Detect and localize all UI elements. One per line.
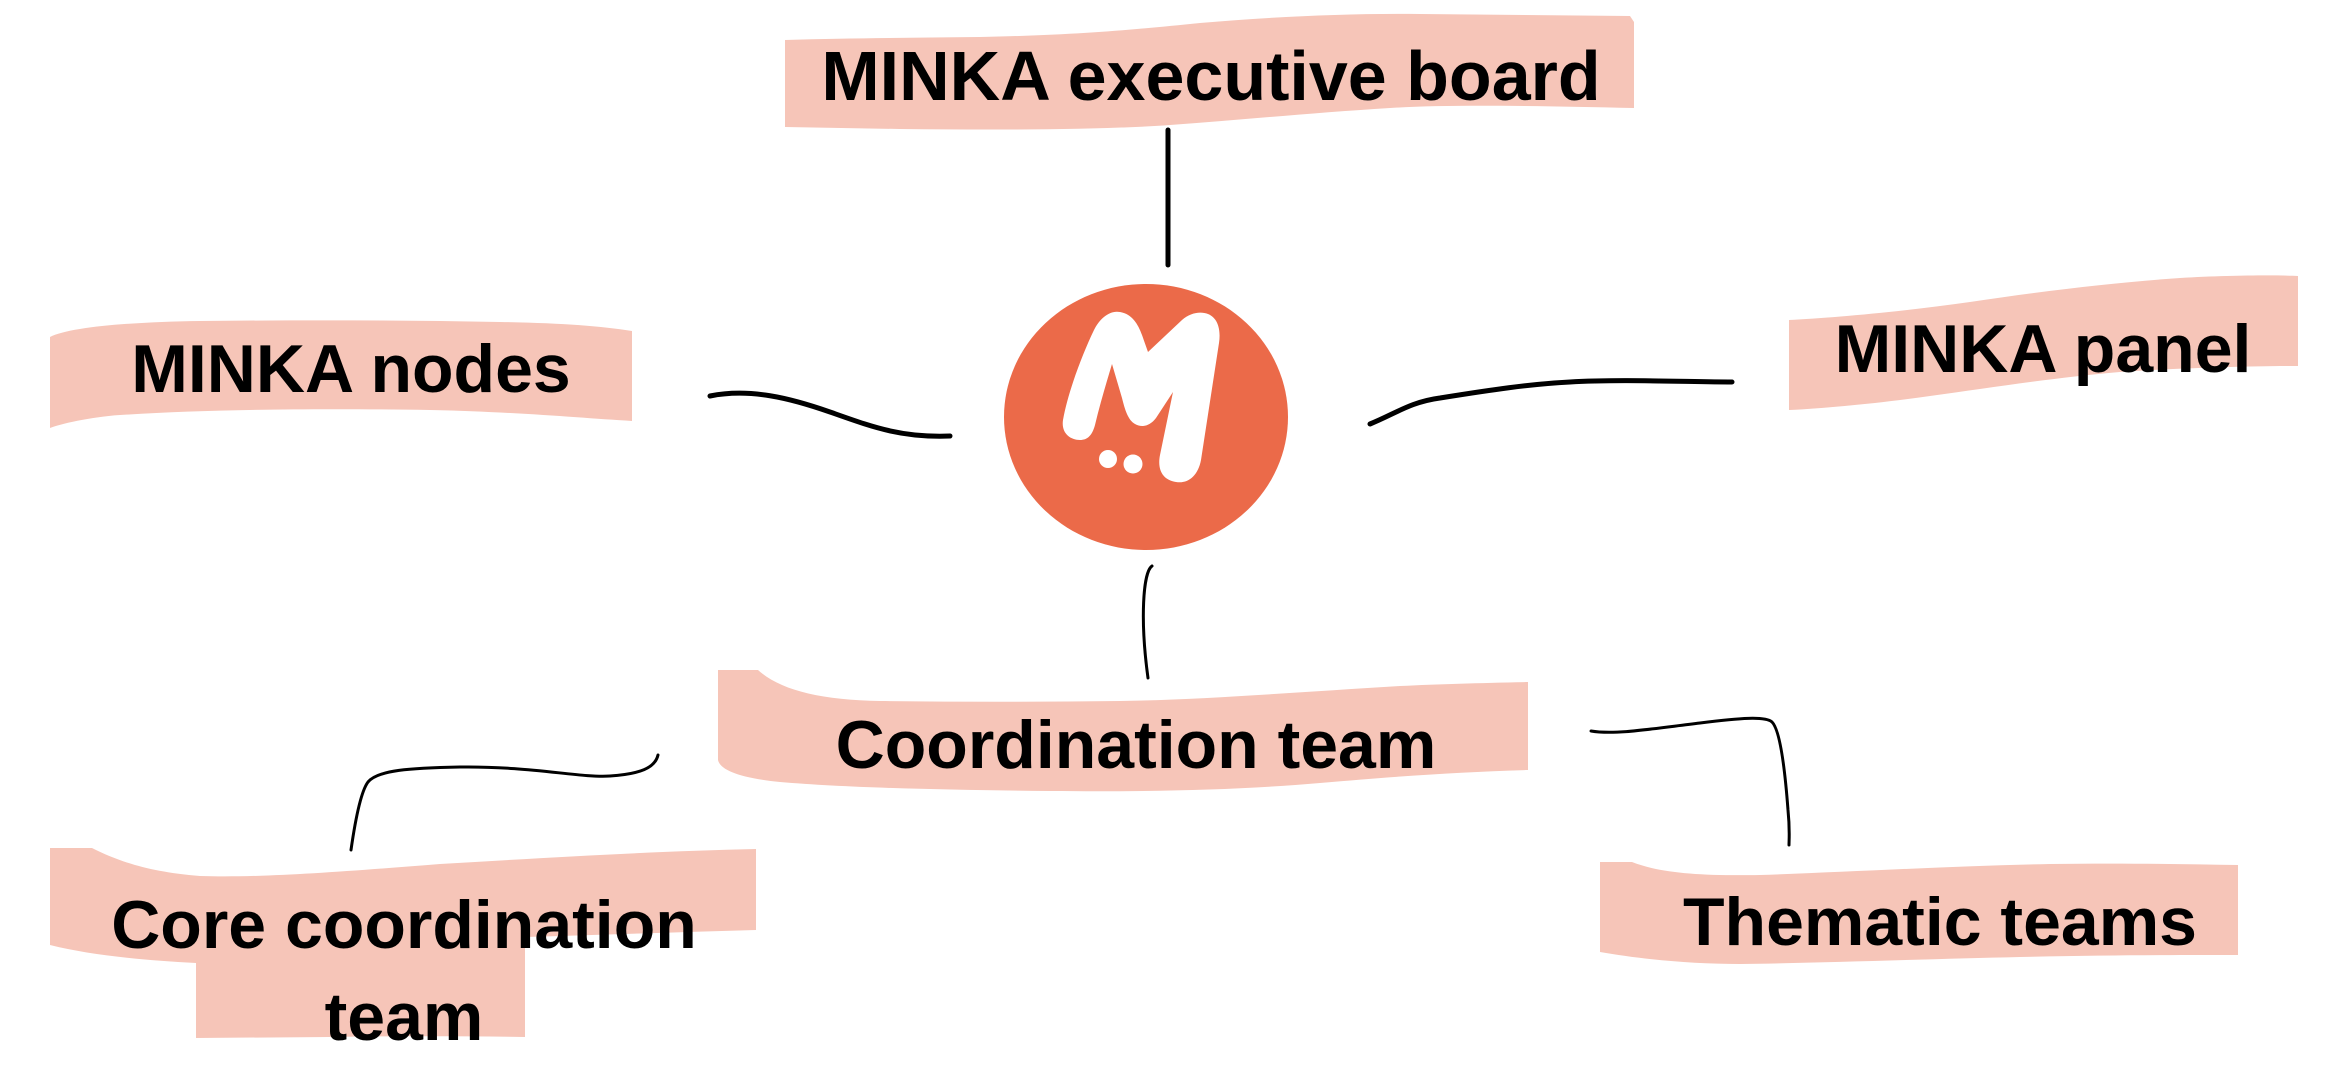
- node-minka-nodes[interactable]: MINKA nodes: [50, 320, 632, 428]
- label-band: [718, 670, 1528, 792]
- logo-dot: [1123, 454, 1143, 474]
- node-label-line-2: team: [325, 979, 484, 1055]
- edge-center-to-nodes: [707, 390, 953, 439]
- edge-coordination-to-thematic: [1589, 716, 1791, 847]
- label-band: [1600, 862, 2238, 964]
- connectors: [349, 127, 1791, 852]
- node-label: Coordination team: [836, 707, 1437, 783]
- label-band: [1789, 275, 2298, 410]
- node-coordination-team[interactable]: Coordination team: [718, 670, 1528, 792]
- node-label: MINKA panel: [1835, 311, 2252, 387]
- node-minka-panel[interactable]: MINKA panel: [1789, 275, 2298, 410]
- node-label: Thematic teams: [1683, 884, 2197, 960]
- edge-center-to-coordination-team: [1141, 564, 1154, 680]
- node-label-line-1: Core coordination: [111, 887, 697, 963]
- edge-coordination-to-core: [349, 753, 660, 852]
- label-band: [50, 320, 632, 428]
- minka-logo-icon[interactable]: [1004, 284, 1288, 550]
- label-band: [785, 13, 1634, 130]
- logo-m-glyph: [1062, 311, 1220, 483]
- edge-center-to-panel: [1367, 378, 1735, 427]
- node-executive-board[interactable]: MINKA executive board: [785, 13, 1634, 130]
- node-label: MINKA executive board: [821, 37, 1600, 115]
- node-core-coordination-team[interactable]: Core coordination team: [50, 848, 756, 1055]
- logo-dot: [1099, 450, 1117, 468]
- label-band: [50, 848, 756, 1038]
- node-label: MINKA nodes: [131, 331, 570, 407]
- node-thematic-teams[interactable]: Thematic teams: [1600, 862, 2238, 964]
